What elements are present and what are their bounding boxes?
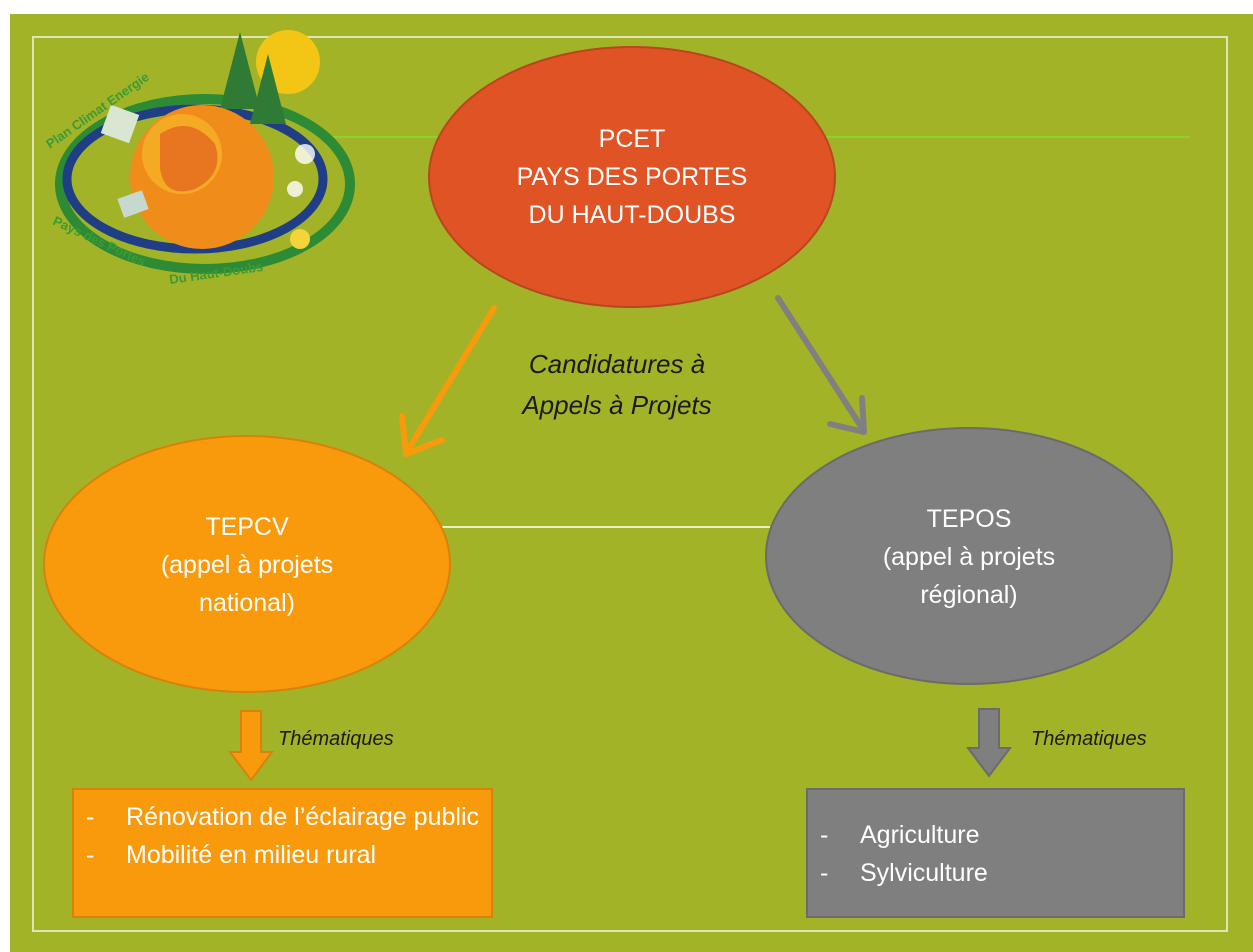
- logo-green-ring: [55, 94, 355, 274]
- pcet-node: PCET PAYS DES PORTES DU HAUT-DOUBS: [428, 46, 836, 308]
- grey-arrow: [775, 295, 867, 435]
- logo-tree: [220, 32, 260, 109]
- center-label-line-1: Candidatures à: [529, 349, 705, 379]
- tepcv-line-3: national): [199, 589, 295, 617]
- tepos-themes-box: Agriculture Sylviculture: [806, 788, 1185, 918]
- tepcv-line-1: TEPCV: [205, 513, 289, 541]
- tepcv-line-2: (appel à projets: [161, 551, 333, 579]
- center-label-line-2: Appels à Projets: [520, 390, 711, 420]
- logo-tree-2: [250, 54, 286, 124]
- slide-background: Plan Climat Energie Pays des Portes Du H…: [10, 14, 1253, 952]
- logo-icon: Plan Climat Energie Pays des Portes Du H…: [43, 30, 355, 287]
- pcet-line-2: PAYS DES PORTES: [517, 163, 748, 191]
- tepos-line-3: régional): [920, 581, 1017, 609]
- diagram-canvas: Plan Climat Energie Pays des Portes Du H…: [43, 30, 1190, 782]
- pcet-line-3: DU HAUT-DOUBS: [529, 201, 736, 229]
- tepcv-themes-box: Rénovation de l’éclairage public Mobilit…: [72, 788, 493, 918]
- list-item: Rénovation de l’éclairage public: [74, 798, 481, 836]
- tepos-node: TEPOS (appel à projets régional): [765, 427, 1173, 685]
- list-item: Agriculture: [808, 816, 1173, 854]
- list-item: Sylviculture: [808, 854, 1173, 892]
- thematiques-left-label: Thématiques: [278, 728, 394, 750]
- tepcv-node: TEPCV (appel à projets national): [43, 435, 451, 693]
- list-item: Mobilité en milieu rural: [74, 836, 481, 874]
- tepos-line-2: (appel à projets: [883, 543, 1055, 571]
- slide-frame: [32, 36, 1228, 932]
- tepos-line-1: TEPOS: [927, 505, 1012, 533]
- orange-arrow: [399, 305, 497, 457]
- orange-down-arrow-icon: [228, 710, 274, 782]
- grey-down-arrow-icon: [966, 708, 1012, 778]
- pcet-line-1: PCET: [599, 125, 666, 153]
- thematiques-right-label: Thématiques: [1031, 728, 1147, 750]
